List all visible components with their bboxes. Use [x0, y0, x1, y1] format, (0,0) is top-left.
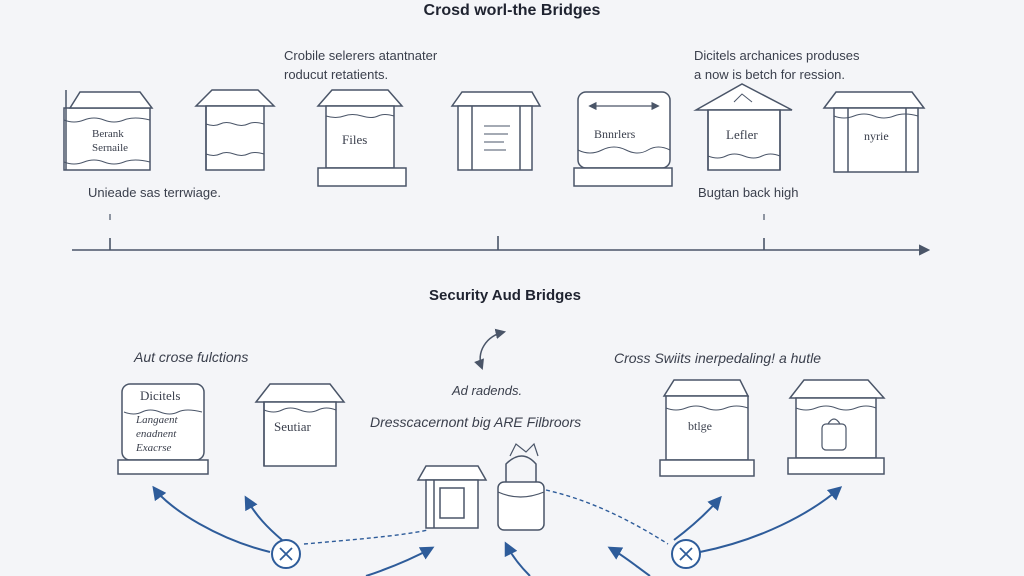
flow-arrow-center-right	[607, 546, 651, 576]
flow-arrow-center-lower	[504, 541, 531, 576]
top-building-3-label: Files	[342, 132, 368, 147]
bottom-note-right: Cross Swiits inerpedaling! a hutle	[614, 350, 821, 366]
top-building-1-label-1: Berank	[92, 128, 124, 140]
dashed-link-left	[303, 529, 429, 545]
bottom-building-1-label-1: Dicitels	[140, 388, 181, 403]
bottom-building-1-label-3: enadnent	[136, 428, 177, 440]
flow-arrow-left-outer	[152, 485, 271, 553]
bottom-building-1-label-2: Langaent	[136, 414, 178, 426]
bidirectional-arrow-icon	[474, 328, 507, 370]
top-building-4	[450, 91, 542, 171]
bottom-building-1-label-4: Exacrse	[136, 442, 172, 454]
flow-arrow-right-outer	[699, 486, 843, 553]
bottom-note-center: Dresscacernont big ARE Filbroors	[370, 414, 582, 430]
flow-arrow-left-inner	[244, 495, 283, 541]
top-building-6-label: Lefler	[726, 127, 758, 142]
lock-icon	[497, 442, 545, 531]
dashed-link-right	[545, 489, 669, 545]
bottom-building-4	[659, 379, 755, 477]
top-building-5-label: Bnnrlers	[594, 127, 636, 141]
bottom-note-center-small: Ad radends.	[452, 383, 523, 398]
bottom-building-4-label: btlge	[688, 419, 712, 433]
top-building-7-label: nyrie	[864, 129, 889, 143]
top-note-right-line-1: Dicitels archanices produses	[694, 48, 860, 63]
cross-circle-icon	[671, 539, 701, 569]
bottom-building-2	[254, 383, 346, 467]
bottom-building-3	[416, 465, 488, 529]
bottom-section-title: Security Aud Bridges	[429, 287, 581, 304]
flow-arrow-left-low	[365, 546, 435, 576]
bottom-building-2-label: Seutiar	[274, 419, 311, 434]
top-building-1-label-2: Sernaile	[92, 142, 129, 154]
top-building-1	[63, 90, 154, 171]
flow-arrow-right-inner	[673, 495, 722, 541]
cross-circle-icon	[271, 539, 301, 569]
top-building-7	[822, 91, 926, 173]
bottom-building-1	[117, 383, 209, 475]
top-building-6	[693, 83, 793, 171]
top-note-right-line-2: a now is betch for ression.	[694, 67, 846, 82]
top-building-5	[573, 91, 673, 187]
bottom-note-left: Aut crose fulctions	[134, 349, 249, 365]
top-building-3	[316, 89, 407, 187]
bottom-building-5	[787, 379, 886, 475]
top-note-center-line-2: roducut retatients.	[284, 67, 389, 82]
top-building-2	[194, 89, 276, 171]
top-section-title: Crosd worl-the Bridges	[423, 2, 601, 19]
top-note-center-line-1: Crobile selerers atantnater	[284, 48, 438, 63]
top-note-right-bottom: Bugtan back high	[698, 185, 799, 200]
top-note-left-bottom: Unieade sas terrwiage.	[88, 185, 221, 200]
